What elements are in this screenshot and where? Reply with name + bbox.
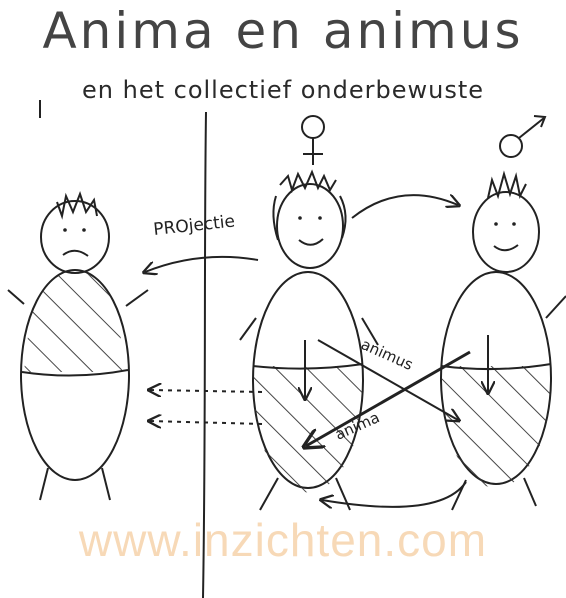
male-figure-belt — [440, 363, 552, 371]
watermark-text: www.inzichten.com — [78, 514, 488, 566]
male-figure-eye — [512, 222, 516, 226]
female-figure-head — [276, 183, 344, 269]
male-figure-leg — [523, 477, 537, 507]
female-to-male-arrow — [351, 195, 458, 219]
left-figure-hair — [56, 191, 98, 220]
female-figure-eye — [298, 216, 302, 220]
female-figure-hair — [279, 169, 337, 194]
left-figure — [7, 191, 149, 501]
female-figure-hair — [272, 195, 279, 241]
male-figure-arm — [545, 295, 566, 319]
female-figure-leg — [259, 477, 279, 511]
female-symbol-icon — [301, 115, 325, 165]
left-figure-belt — [21, 369, 129, 377]
female-figure-arm — [239, 317, 257, 341]
diagram-title: Anima en animus — [42, 2, 524, 60]
female-figure-leg — [335, 477, 351, 511]
projection-label: PROjectie — [152, 212, 235, 240]
dotted-projection-arrow — [150, 421, 263, 424]
left-figure-mouth — [62, 249, 89, 257]
female-figure-arm — [361, 317, 379, 346]
projection-arrow — [145, 255, 259, 272]
dotted-projection-arrow — [150, 390, 263, 392]
female-figure-eye — [318, 216, 322, 220]
left-figure-eye — [82, 228, 86, 232]
diagram-subtitle: en het collectief onderbewuste — [82, 76, 484, 104]
male-figure-hair — [487, 170, 527, 200]
male-symbol-icon — [499, 115, 547, 158]
female-figure-mouth — [298, 238, 324, 246]
female-figure-belt — [252, 363, 364, 370]
left-figure-head — [40, 200, 110, 274]
left-figure-leg — [101, 467, 111, 501]
male-figure-mouth — [493, 244, 519, 252]
anima-arrow — [306, 350, 471, 446]
animus-arrow — [317, 339, 458, 420]
left-figure-leg — [39, 467, 49, 501]
female-figure — [239, 169, 379, 511]
male-figure — [440, 170, 566, 511]
divider-line — [202, 111, 207, 598]
male-figure-head — [472, 191, 540, 273]
left-figure-arm — [125, 289, 149, 307]
left-figure-body — [20, 269, 130, 481]
left-figure-arm — [7, 289, 25, 305]
left-figure-hatching — [24, 271, 122, 372]
left-figure-eye — [63, 228, 67, 232]
male-to-female-arrow — [322, 481, 467, 507]
male-figure-hatching — [442, 366, 550, 488]
male-figure-eye — [494, 222, 498, 226]
